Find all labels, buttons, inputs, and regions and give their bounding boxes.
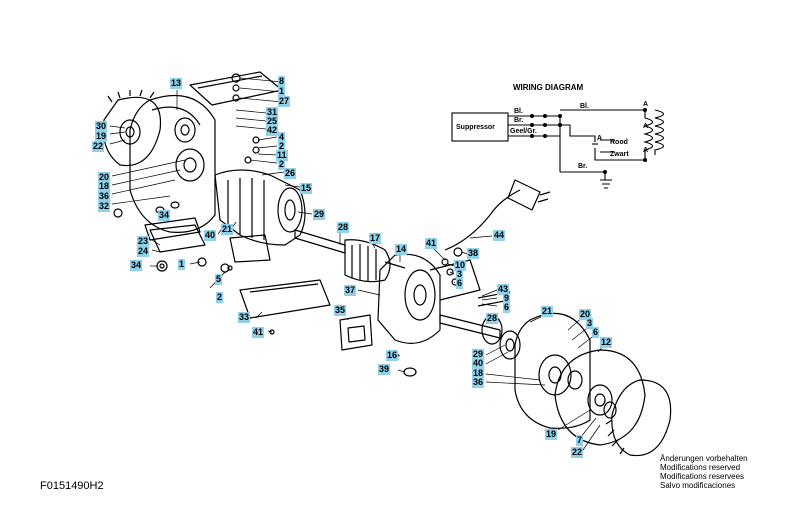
callout-label: 3 (456, 269, 464, 280)
callout-label: 7 (576, 435, 584, 446)
callout-label: 26 (284, 168, 297, 179)
callout-label: 22 (92, 141, 105, 152)
callout-label: 3 (586, 318, 594, 329)
callout-label: 2 (278, 141, 286, 152)
right-wheel-guard (514, 312, 591, 429)
armature-shaft (294, 229, 406, 283)
callout-label: 6 (503, 302, 511, 313)
wiring-diagram (451, 109, 665, 189)
modification-notes: Änderungen vorbehalten Modifications res… (660, 454, 748, 490)
callout-label: 36 (472, 377, 485, 388)
tool-rest-left (144, 217, 201, 241)
callout-label: 38 (467, 248, 480, 259)
callout-label: 14 (395, 244, 408, 255)
note-line: Modifications reserved (660, 463, 741, 472)
callout-label: 20 (98, 172, 111, 183)
callout-label: 28 (337, 222, 350, 233)
callout-label: 37 (344, 285, 357, 296)
callout-label: 21 (541, 306, 554, 317)
wire-label-br: Br. (514, 117, 523, 124)
callout-label: 2 (278, 159, 286, 170)
callout-label: 20 (579, 309, 592, 320)
callout-label: 6 (456, 278, 464, 289)
callout-label: 39 (378, 364, 391, 375)
callout-label: 21 (221, 224, 234, 235)
callout-label: 30 (95, 121, 108, 132)
callout-label: 31 (266, 107, 279, 118)
callout-label: 24 (137, 246, 150, 257)
callout-label: 36 (98, 191, 111, 202)
suppressor-label: Suppressor (456, 124, 495, 131)
callout-label: 1 (278, 86, 286, 97)
callout-label: 41 (252, 327, 265, 338)
small-parts-left (113, 73, 260, 273)
wire-label-zwart: Zwart (610, 151, 629, 158)
callout-label: 13 (170, 78, 183, 89)
callout-label: 1 (178, 259, 186, 270)
callout-label: 22 (571, 447, 584, 458)
callout-label: 29 (313, 209, 326, 220)
wire-label-br-bottom: Br. (578, 163, 587, 170)
callout-label: 6 (592, 327, 600, 338)
callout-label: 2 (216, 292, 224, 303)
motor-housing-left (214, 169, 306, 246)
callout-label: 17 (369, 233, 382, 244)
note-line: Salvo modificaciones (660, 481, 736, 490)
callout-label: 19 (545, 429, 558, 440)
cable-and-plug (444, 179, 551, 251)
callout-label: 40 (472, 358, 485, 369)
terminal-a-top: A (643, 101, 648, 108)
callout-label: 4 (278, 132, 286, 143)
wire-label-bl-right: Bl. (580, 103, 589, 110)
callout-label: 19 (95, 131, 108, 142)
wiring-dots (530, 108, 647, 174)
note-line: Änderungen vorbehalten (660, 454, 748, 463)
callout-label: 42 (266, 125, 279, 136)
callout-label: 10 (454, 260, 467, 271)
right-cover-disc (605, 379, 672, 457)
callout-label: 32 (98, 201, 111, 212)
callout-label: 18 (98, 181, 111, 192)
callout-label: 33 (238, 312, 251, 323)
callout-label: 12 (600, 337, 613, 348)
callout-label: 28 (486, 313, 499, 324)
wire-label-bl: Bl. (514, 108, 523, 115)
callout-label: 18 (472, 368, 485, 379)
wire-label-rood: Rood (610, 139, 628, 146)
note-line: Modifications reservees (660, 472, 745, 481)
callout-label: 23 (137, 236, 150, 247)
callout-label: 44 (493, 230, 506, 241)
callout-label: 5 (215, 274, 223, 285)
callout-label: 35 (334, 305, 347, 316)
wiring-title: WIRING DIAGRAM (513, 83, 584, 92)
callout-label: 29 (472, 349, 485, 360)
callout-label: 9 (503, 293, 511, 304)
switch-box (339, 314, 373, 351)
left-wheel-guard (129, 94, 216, 233)
right-grinding-wheel (554, 349, 646, 446)
terminal-a-bottom: A (643, 147, 648, 154)
callout-label: 15 (300, 183, 313, 194)
callout-label: 8 (278, 76, 286, 87)
bracket-left-bottom (149, 224, 271, 263)
callout-label: 34 (158, 210, 171, 221)
callout-label: 11 (276, 150, 288, 161)
wire-label-geel: Geel/Gr. (510, 128, 537, 135)
callout-label: 25 (266, 116, 279, 127)
terminal-a-mid: A (643, 123, 648, 130)
callout-label: 41 (425, 238, 438, 249)
right-flanges (567, 370, 617, 419)
callout-label: 34 (130, 260, 143, 271)
callout-label: 43 (497, 284, 510, 295)
left-grinding-wheel (102, 89, 162, 167)
terminal-a-cap: A (597, 135, 602, 142)
base-plate (239, 279, 331, 319)
figure-id: F0151490H2 (40, 480, 104, 492)
callout-label: 40 (204, 230, 217, 241)
callout-label: 16 (386, 350, 399, 361)
eye-shield-top (189, 71, 283, 106)
callout-label: 27 (278, 96, 291, 107)
